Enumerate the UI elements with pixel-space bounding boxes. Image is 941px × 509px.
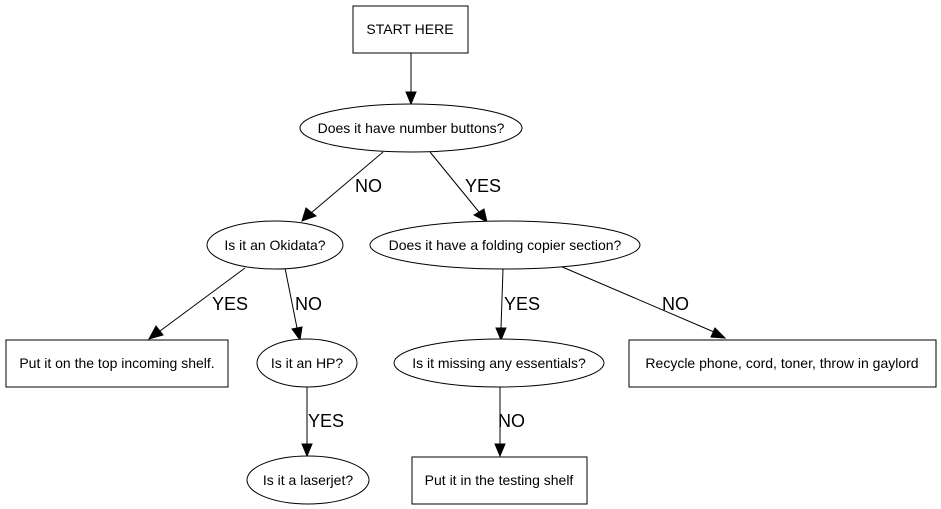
node-laserjet: Is it a laserjet?	[246, 455, 370, 505]
edge-label-yes: YES	[504, 294, 540, 314]
node-top-incoming-shelf: Put it on the top incoming shelf.	[5, 339, 229, 388]
edge-folding-yes: YES	[495, 268, 540, 342]
edge-label-no: NO	[355, 176, 382, 196]
edge-label-no: NO	[295, 294, 322, 314]
node-recycle: Recycle phone, cord, toner, throw in gay…	[628, 339, 937, 388]
edge-label-yes: YES	[308, 411, 344, 431]
node-missing-essentials: Is it missing any essentials?	[393, 338, 605, 388]
node-top-incoming-shelf-label: Put it on the top incoming shelf.	[19, 355, 214, 371]
edge-okidata-yes: YES	[147, 267, 248, 340]
node-folding-copier-label: Does it have a folding copier section?	[389, 237, 622, 253]
edge-label-yes: YES	[212, 294, 248, 314]
node-folding-copier: Does it have a folding copier section?	[369, 220, 641, 270]
edge-missing-no: NO	[494, 385, 525, 458]
node-missing-essentials-label: Is it missing any essentials?	[412, 355, 586, 371]
node-laserjet-label: Is it a laserjet?	[263, 472, 353, 488]
edge-label-no: NO	[498, 411, 525, 431]
edge-start-to-number-buttons	[405, 53, 417, 106]
node-testing-shelf-label: Put it in the testing shelf	[425, 472, 574, 488]
node-okidata-label: Is it an Okidata?	[224, 237, 325, 253]
edge-label-yes: YES	[465, 176, 501, 196]
edge-number-buttons-no: NO	[301, 151, 384, 222]
node-number-buttons-label: Does it have number buttons?	[318, 120, 505, 136]
node-hp: Is it an HP?	[256, 338, 358, 388]
edge-number-buttons-yes: YES	[429, 151, 501, 223]
edge-hp-yes: YES	[301, 385, 344, 458]
node-testing-shelf: Put it in the testing shelf	[411, 456, 588, 505]
edge-okidata-no: NO	[284, 267, 322, 342]
node-okidata: Is it an Okidata?	[206, 220, 344, 270]
edge-label-no: NO	[662, 294, 689, 314]
edge-folding-no: NO	[559, 265, 727, 339]
node-number-buttons: Does it have number buttons?	[299, 103, 523, 153]
node-hp-label: Is it an HP?	[271, 355, 344, 371]
node-start-label: START HERE	[366, 21, 453, 37]
node-start: START HERE	[352, 5, 469, 54]
node-recycle-label: Recycle phone, cord, toner, throw in gay…	[645, 355, 918, 371]
